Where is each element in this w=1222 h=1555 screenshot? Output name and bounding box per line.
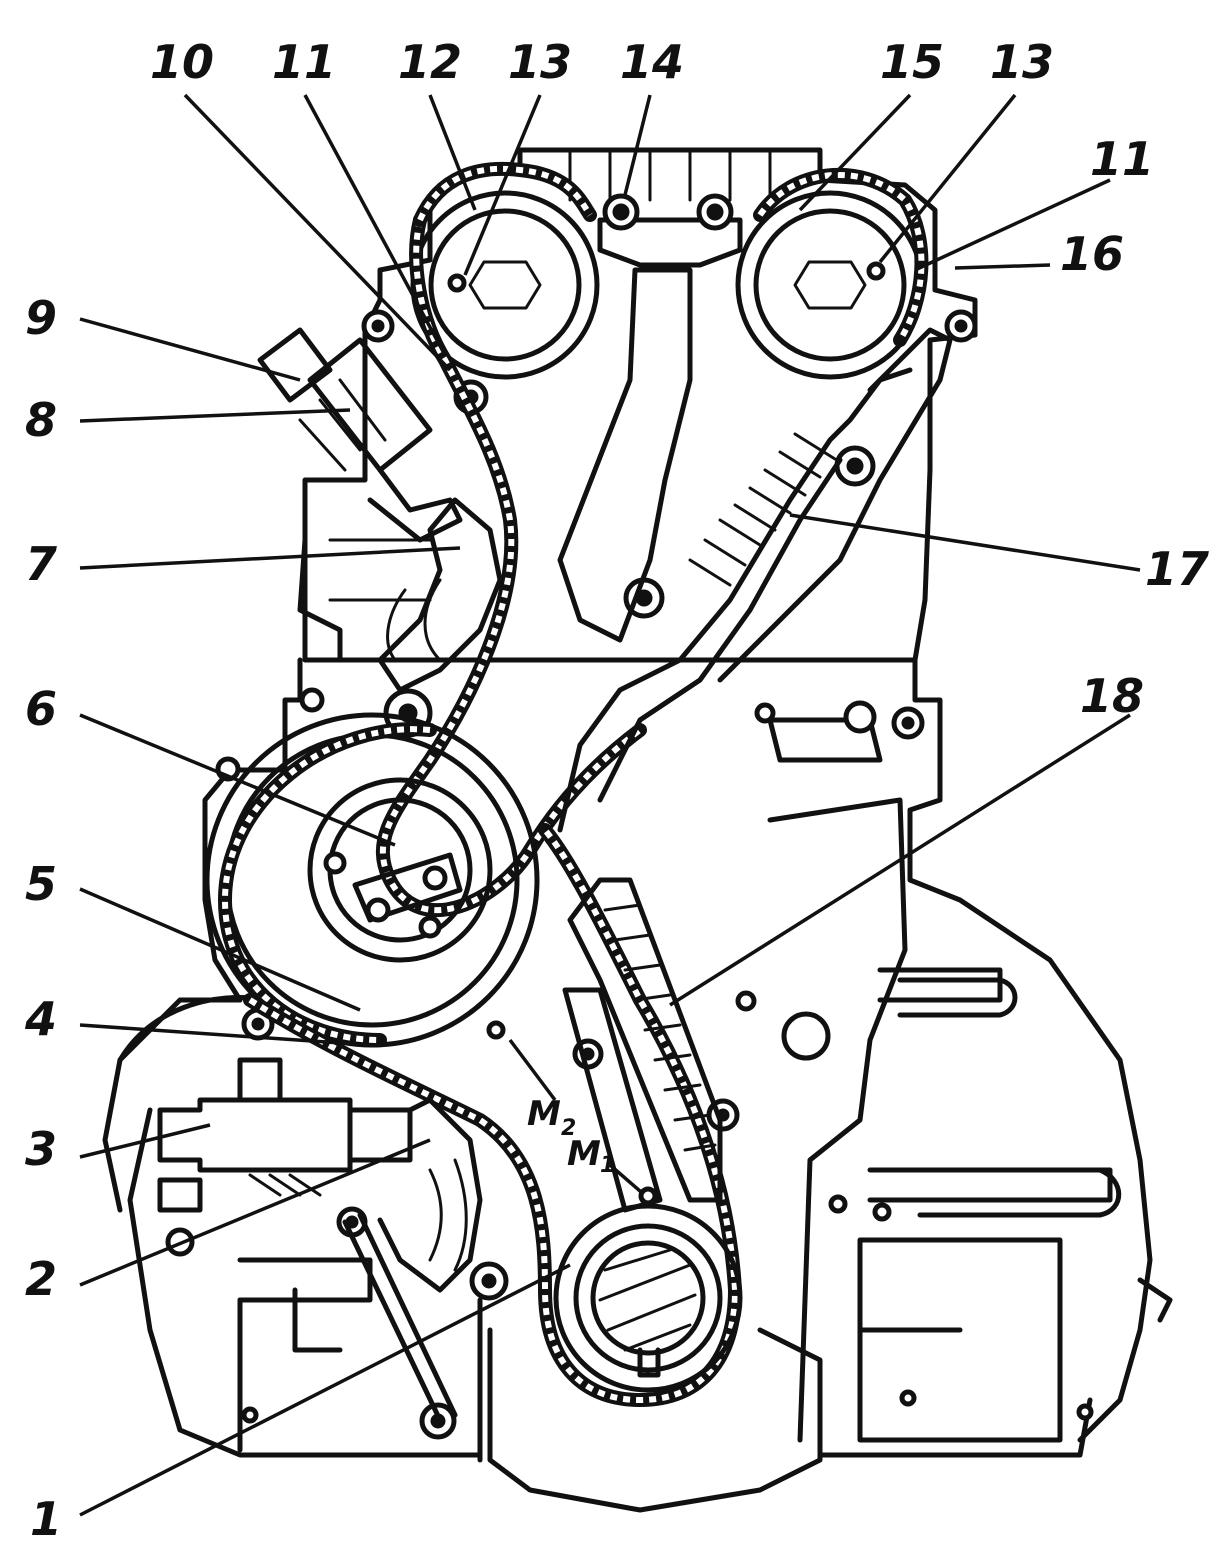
callout-11-left: 11 xyxy=(272,35,336,89)
callout-15: 15 xyxy=(880,35,944,89)
right-side-studs xyxy=(897,977,1122,1218)
svg-text:2: 2 xyxy=(561,1116,576,1141)
svg-text:1: 1 xyxy=(600,1153,615,1178)
oil-pump-shaft xyxy=(157,1057,413,1213)
callout-2: 2 xyxy=(25,1252,57,1306)
chain-guide-rail xyxy=(562,877,723,1213)
camshaft-sprocket-intake xyxy=(410,190,600,380)
intermediate-chain-wrap xyxy=(218,722,437,1047)
callout-13-right: 13 xyxy=(990,35,1054,89)
callout-3: 3 xyxy=(25,1122,57,1176)
camshaft-sprocket-exhaust xyxy=(735,190,925,380)
svg-text:M: M xyxy=(527,1094,561,1134)
timing-marks: M 2 M 1 xyxy=(486,1020,658,1206)
callout-10: 10 xyxy=(150,35,214,89)
chain-tensioner-spring xyxy=(557,327,953,833)
leader-lines xyxy=(79,93,1141,1517)
callout-4: 4 xyxy=(24,992,57,1046)
callout-12: 12 xyxy=(398,35,462,89)
callout-13-left: 13 xyxy=(508,35,572,89)
callout-5: 5 xyxy=(25,857,57,911)
crankshaft-sprocket xyxy=(553,1203,743,1393)
callout-9: 9 xyxy=(25,291,57,345)
svg-text:M: M xyxy=(567,1134,601,1174)
balance-shaft-housing xyxy=(237,1097,483,1423)
callout-1: 1 xyxy=(30,1492,62,1546)
callout-6: 6 xyxy=(25,682,57,736)
timing-mark-m2: M 2 xyxy=(527,1094,576,1141)
callout-17: 17 xyxy=(1145,542,1209,596)
callout-11-right: 11 xyxy=(1090,132,1154,186)
timing-mark-m1: M 1 xyxy=(567,1134,615,1178)
callout-14: 14 xyxy=(620,35,684,89)
camshaft-solenoid xyxy=(257,327,463,543)
lower-timing-chain xyxy=(243,823,742,1407)
callout-16: 16 xyxy=(1060,227,1124,281)
callout-7: 7 xyxy=(25,537,57,591)
left-chain-guide xyxy=(377,497,503,693)
upper-chain-guide xyxy=(557,193,743,643)
callout-labels: 1 2 3 4 5 6 7 8 9 10 11 12 13 14 15 13 1… xyxy=(24,35,1209,1546)
callout-18: 18 xyxy=(1080,669,1144,723)
upper-timing-chain xyxy=(375,161,929,917)
callout-8: 8 xyxy=(25,393,57,447)
